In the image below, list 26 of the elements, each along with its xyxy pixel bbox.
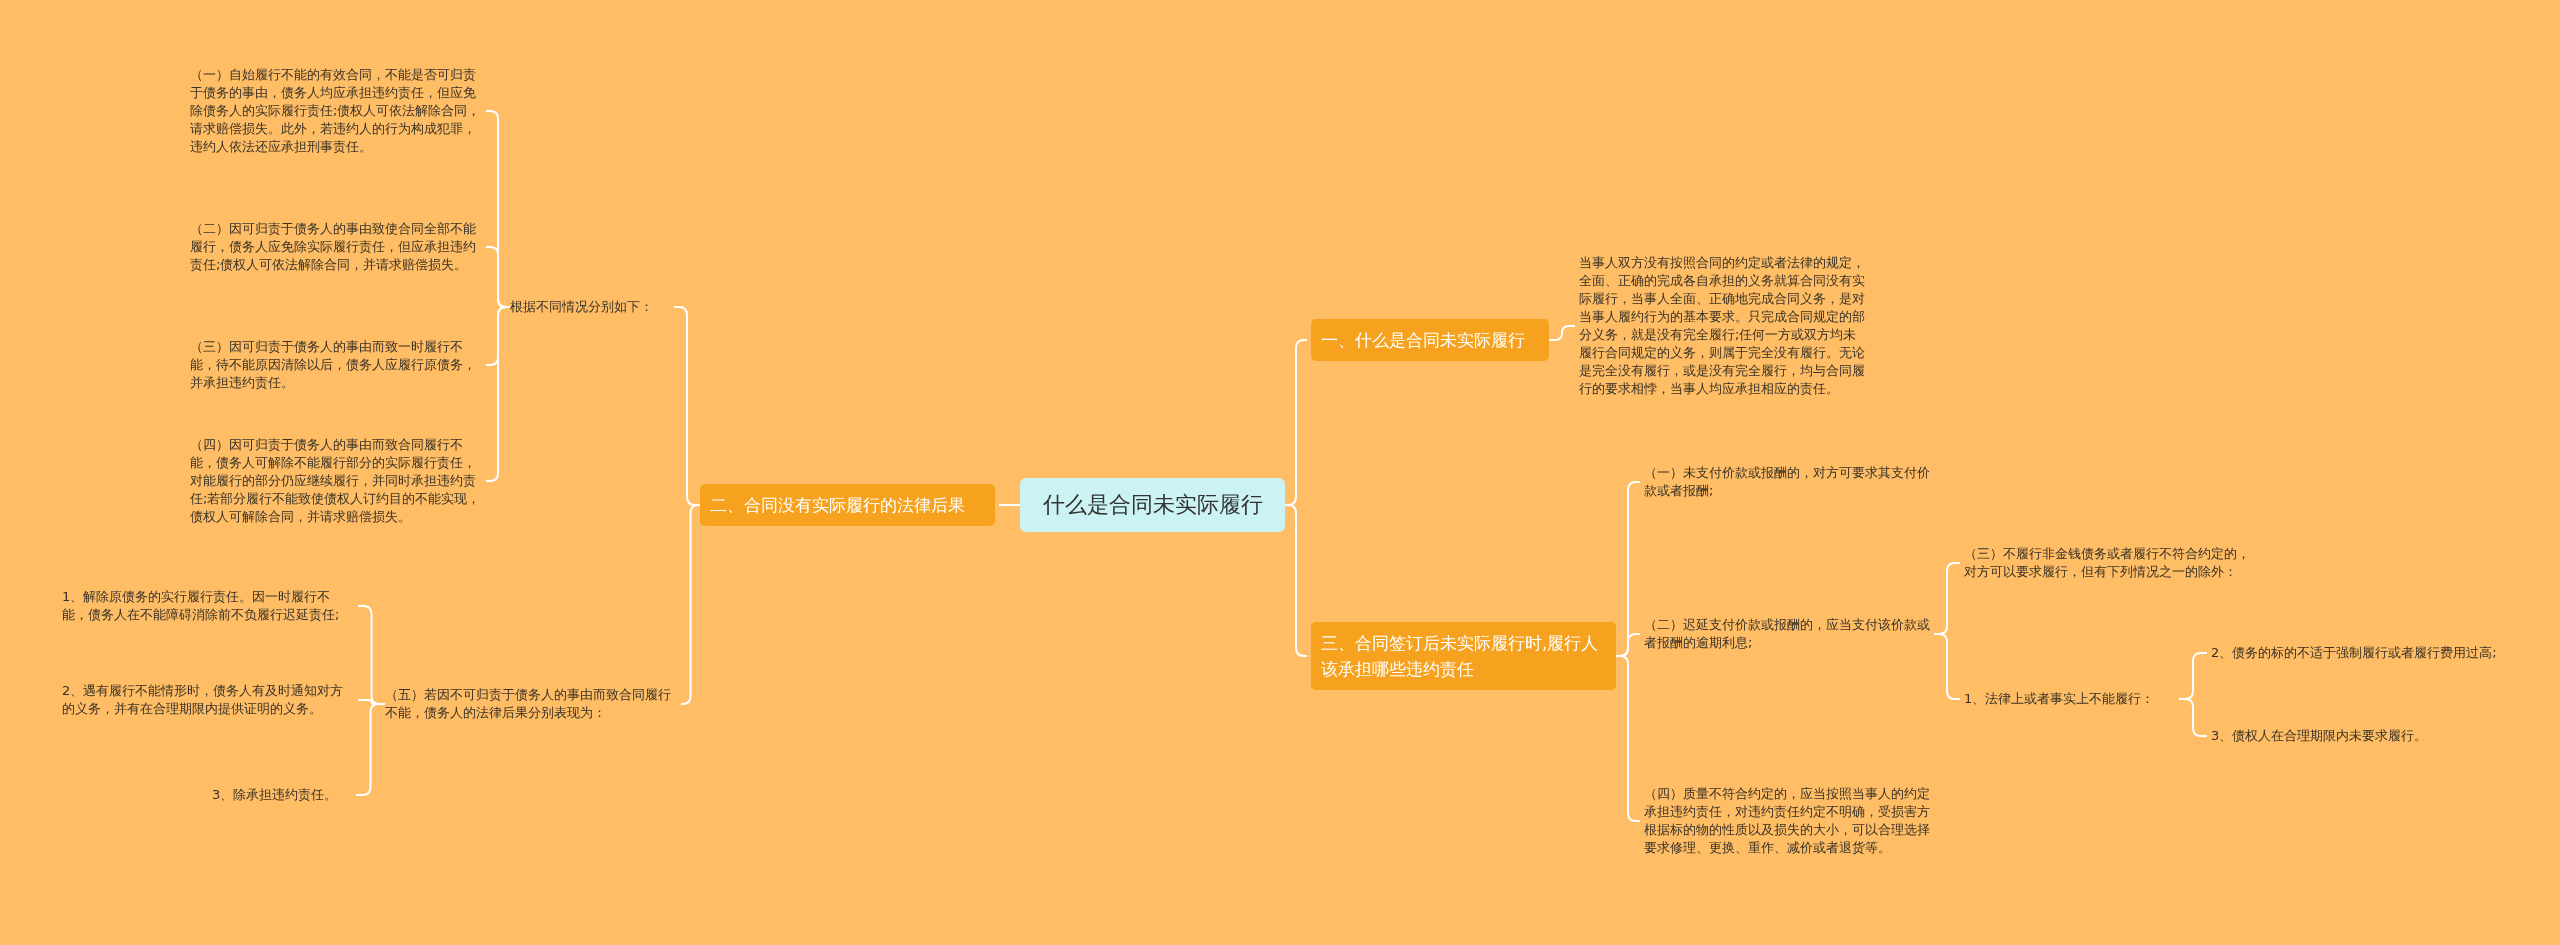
topic-text: 根据不同情况分别如下：	[510, 298, 670, 316]
connector-line	[680, 504, 701, 705]
connector-line	[485, 306, 511, 482]
topic-text: （五）若因不可归责于债务人的事由而致合同履行不能，债务人的法律后果分别表现为：	[385, 686, 677, 722]
topic-text: 当事人双方没有按照合同的约定或者法律的规定，全面、正确的完成各自承担的义务就算合同没有实际履行，当事人全面、正确地完成合同义务，是对当事人履约行为的基本要求。只完成合同规定的部分义务，就是没有完全履行;任何一方或双方均未履行合同规定的义务，则属于完全没有履行。无论是完全没有履行，或是没有完全履行，均与合同履行的要求相悖，当事人均应承担相应的责任。	[1579, 254, 1867, 398]
topic-box: 二、合同没有实际履行的法律后果	[700, 484, 995, 526]
topic-text: 1、解除原债务的实行履行责任。因一时履行不能，债务人在不能障碍消除前不负履行迟延责任;	[62, 588, 354, 624]
topic-text: （四）因可归责于债务人的事由而致合同履行不能，债务人可解除不能履行部分的实际履行责任，对能履行的部分仍应继续履行，并同时承担违约责任;若部分履行不能致使债权人订约目的不能实现，债权人可解除合同，并请求赔偿损失。	[190, 436, 482, 526]
topic-text: （四）质量不符合约定的，应当按照当事人的约定承担违约责任，对违约责任约定不明确，受损害方根据标的物的性质以及损失的大小，可以合理选择要求修理、更换、重作、减价或者退货等。	[1644, 785, 1934, 857]
connector-line	[1548, 325, 1576, 341]
topic-text: （一）自始履行不能的有效合同，不能是否可归责于债务的事由，债务人均应承担违约责任，但应免除债务人的实际履行责任;债权人可依法解除合同，请求赔偿损失。此外，若违约人的行为构成犯罪，违约人依法还应承担刑事责任。	[190, 66, 482, 156]
connector-line	[2178, 698, 2208, 737]
connector-line	[998, 504, 1021, 506]
topic-box: 三、合同签订后未实际履行时,履行人该承担哪些违约责任	[1311, 622, 1616, 690]
topic-text: 3、除承担违约责任。	[212, 786, 352, 804]
topic-text: （三）不履行非金钱债务或者履行不符合约定的，对方可以要求履行，但有下列情况之一的除外：	[1964, 545, 2256, 581]
central-topic-box: 什么是合同未实际履行	[1020, 478, 1285, 532]
topic-box: 一、什么是合同未实际履行	[1311, 319, 1549, 361]
topic-text: （一）未支付价款或报酬的，对方可要求其支付价款或者报酬;	[1644, 464, 1934, 500]
topic-text: （二）因可归责于债务人的事由致使合同全部不能履行，债务人应免除实际履行责任，但应承担违约责任;债权人可依法解除合同，并请求赔偿损失。	[190, 220, 482, 274]
topic-text: （二）迟延支付价款或报酬的，应当支付该价款或者报酬的逾期利息;	[1644, 616, 1934, 652]
topic-text: 2、遇有履行不能情形时，债务人有及时通知对方的义务，并有在合理期限内提供证明的义务。	[62, 682, 354, 718]
topic-text: 1、法律上或者事实上不能履行：	[1964, 690, 2179, 708]
topic-text: 3、债权人在合理期限内未要求履行。	[2211, 727, 2501, 745]
topic-text: （三）因可归责于债务人的事由而致一时履行不能，待不能原因清除以后，债务人应履行原债务，并承担违约责任。	[190, 338, 482, 392]
topic-text: 2、债务的标的不适于强制履行或者履行费用过高;	[2211, 644, 2501, 662]
